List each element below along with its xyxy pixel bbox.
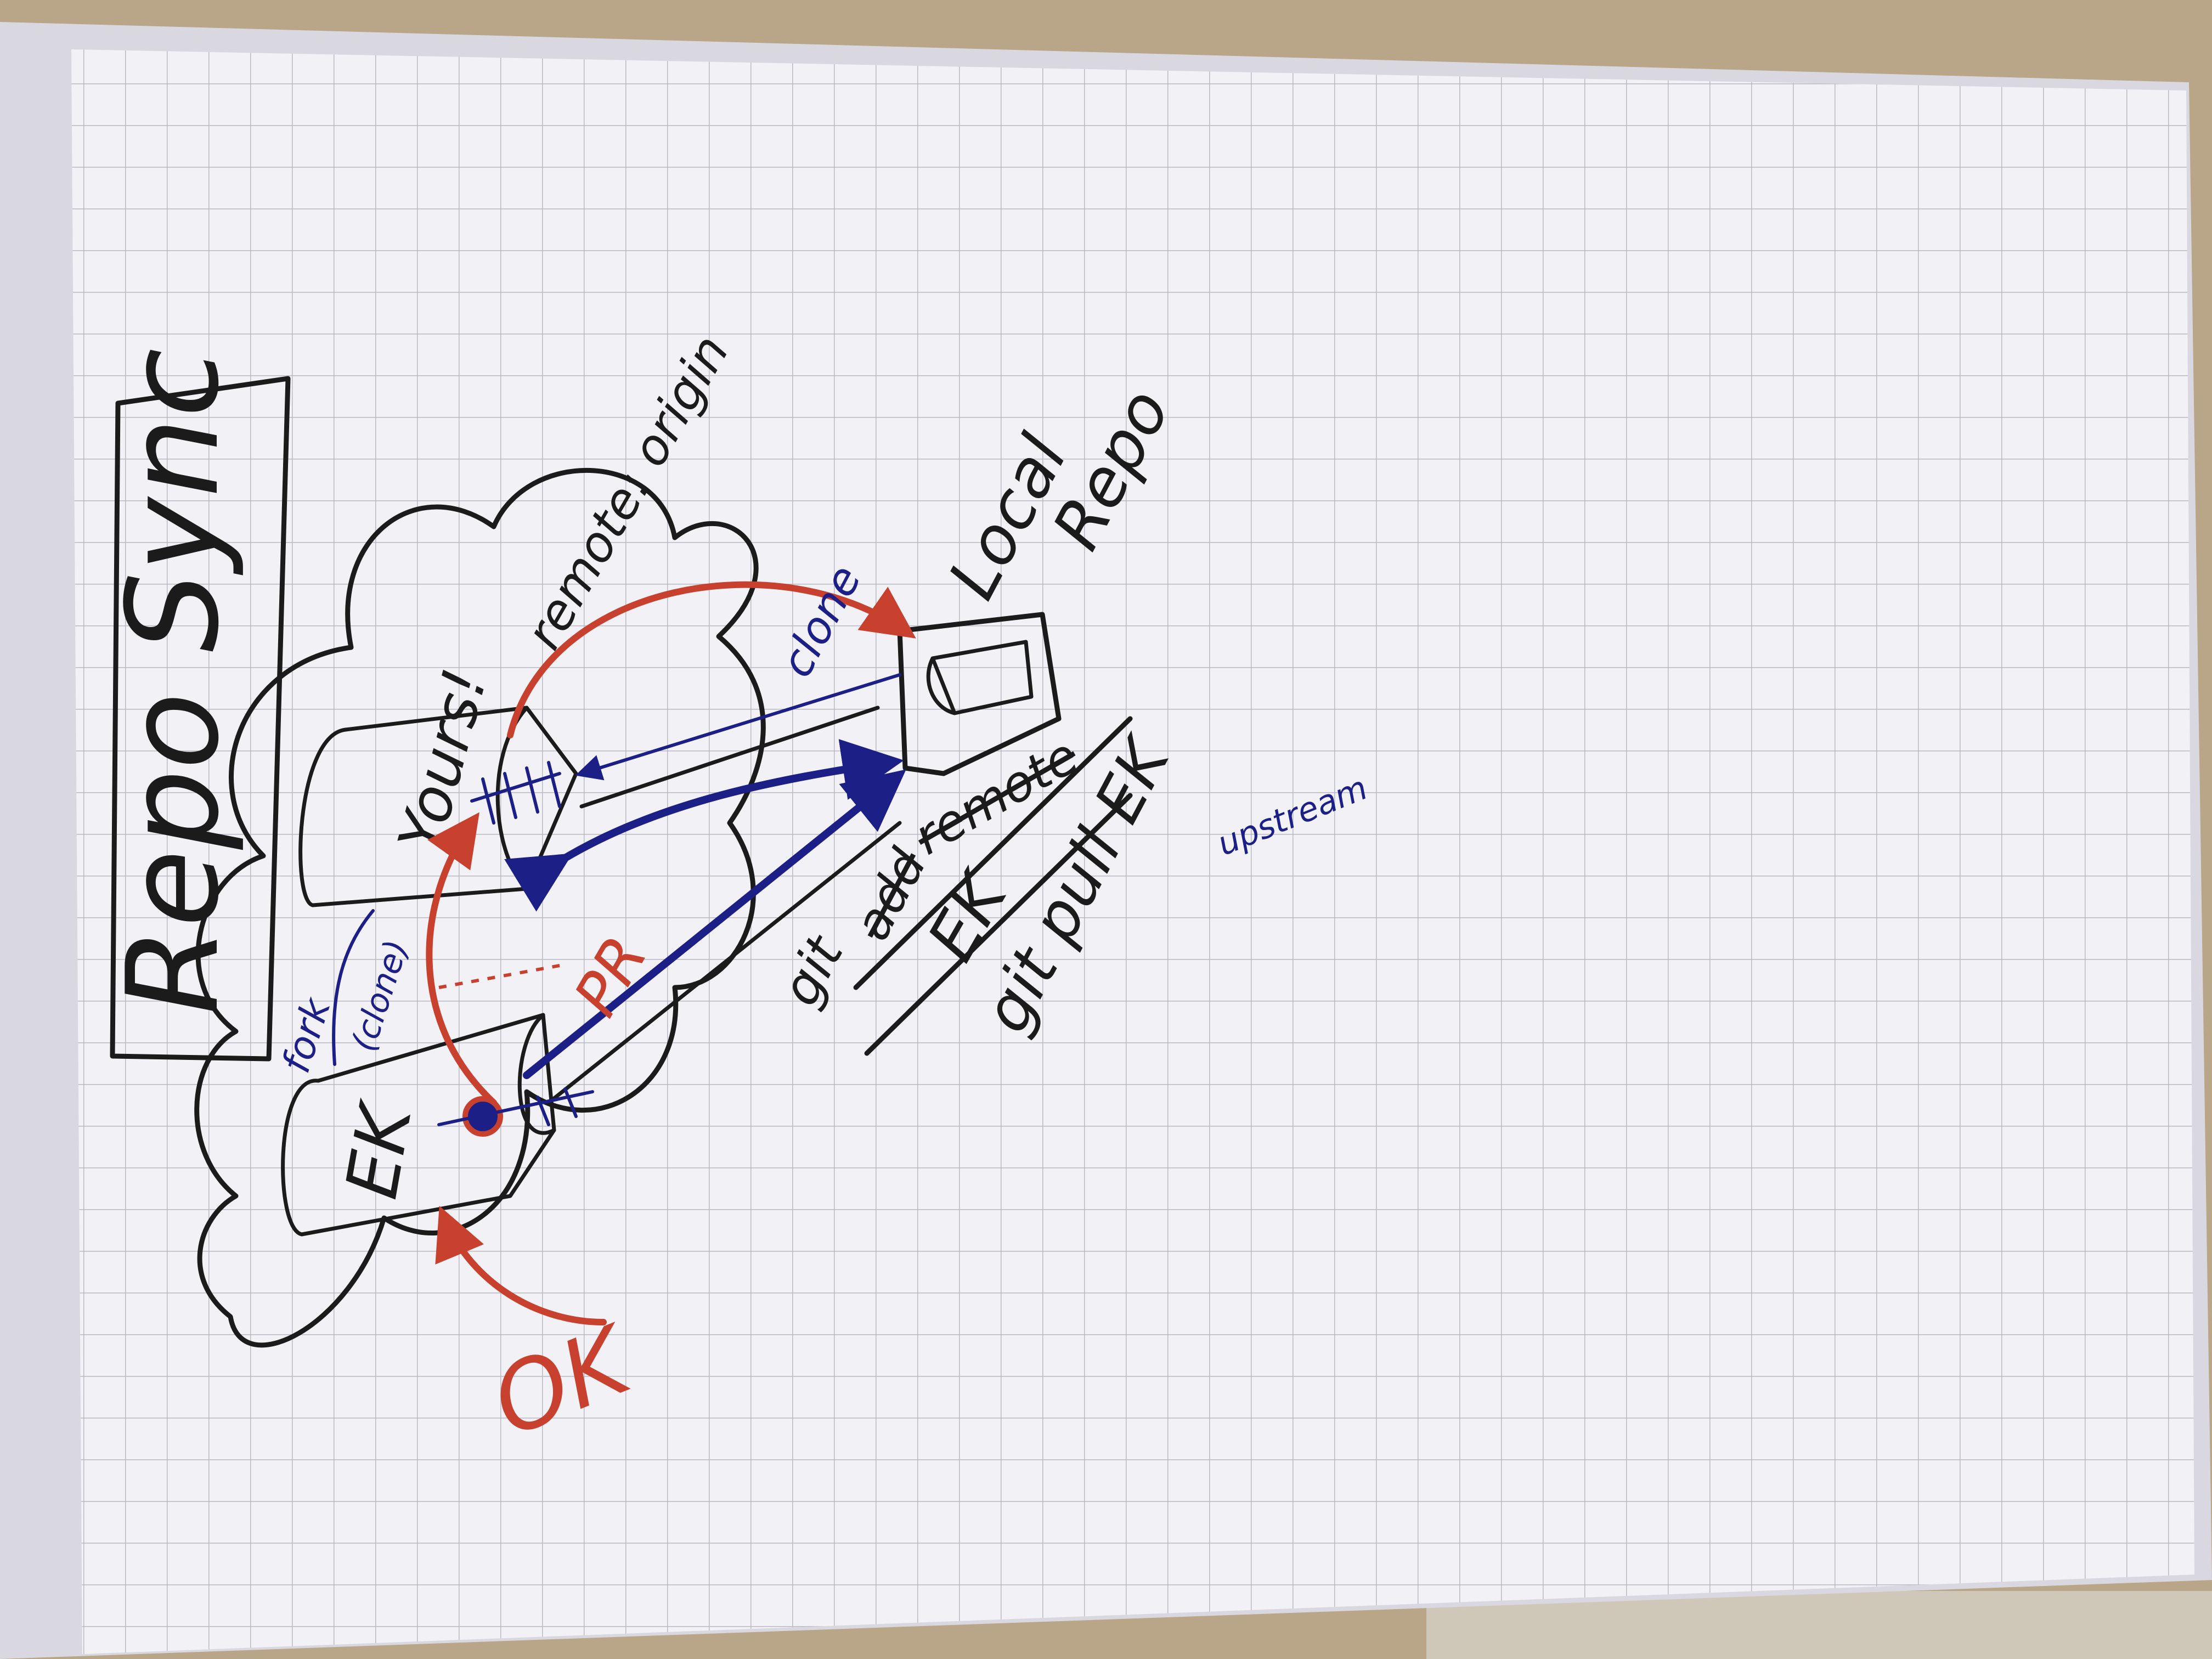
flipchart-sheet (0, 22, 2212, 1659)
pr-dashed-link (438, 964, 560, 989)
fork-note-arrow (332, 909, 375, 1066)
pull-request-arrow (426, 812, 497, 1106)
page-title: Repo Sync (100, 348, 247, 1015)
add-remote-arrow-dark (546, 821, 902, 1105)
upstream-repo-cylinder: EK (281, 1013, 556, 1237)
command-divider (864, 793, 1133, 1056)
upstream-commit-ticks (437, 1087, 594, 1126)
add-remote-underline (853, 716, 1133, 990)
add-remote-arrow (523, 769, 906, 1079)
ok-arrow (435, 1205, 607, 1325)
clone-arrow (507, 581, 916, 738)
upstream-repo-label: EK (330, 1095, 428, 1205)
title-box: Repo Sync (100, 348, 291, 1062)
